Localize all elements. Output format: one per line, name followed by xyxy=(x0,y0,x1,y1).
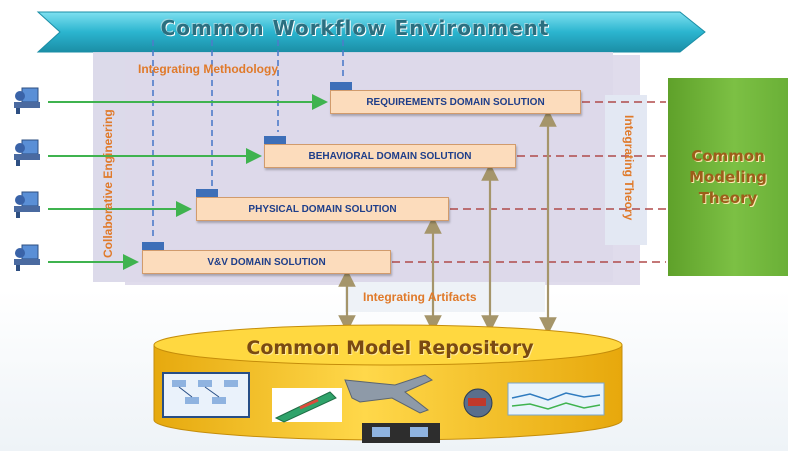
artifacts-band xyxy=(345,282,545,312)
domain-tab-icon xyxy=(264,136,286,145)
cad-part-icon xyxy=(272,388,342,423)
common-modeling-theory-text: Common Modeling Theory xyxy=(689,146,767,209)
diagram-thumbnail-icon xyxy=(162,372,250,418)
pilot-helmet-icon xyxy=(463,388,493,418)
integrating-artifacts-label: Integrating Artifacts xyxy=(363,290,477,304)
model-repository-title: Common Model Repository xyxy=(246,337,534,359)
workflow-banner xyxy=(36,11,706,53)
common-modeling-theory-box: Common Modeling Theory xyxy=(668,78,788,276)
domain-tab-icon xyxy=(142,242,164,251)
engineer-workstation-icon xyxy=(14,87,40,114)
integrating-theory-band xyxy=(605,95,647,245)
requirements-domain-box: REQUIREMENTS DOMAIN SOLUTION xyxy=(330,90,581,114)
methodology-lines xyxy=(152,40,344,238)
theory-line: Theory xyxy=(698,188,758,207)
engineer-arrows xyxy=(48,94,328,270)
integrating-methodology-label: Integrating Methodology xyxy=(138,62,278,76)
engineer-workstation-icon xyxy=(14,139,40,166)
performance-plot-icon xyxy=(507,382,605,416)
domain-tab-icon xyxy=(330,82,352,91)
workflow-banner-title: Common Workflow Environment xyxy=(160,16,550,40)
domain-label: V&V DOMAIN SOLUTION xyxy=(207,256,326,268)
engineer-workstation-icon xyxy=(14,244,40,271)
domain-label: REQUIREMENTS DOMAIN SOLUTION xyxy=(366,96,545,108)
domain-label: BEHAVIORAL DOMAIN SOLUTION xyxy=(308,150,472,162)
theory-line: Modeling xyxy=(689,167,767,186)
vv-domain-box: V&V DOMAIN SOLUTION xyxy=(142,250,391,274)
engineer-workstation-icon xyxy=(14,191,40,218)
jet-aircraft-icon xyxy=(344,374,434,414)
artifact-connectors xyxy=(338,109,557,335)
cockpit-console-icon xyxy=(362,423,440,443)
domain-label: PHYSICAL DOMAIN SOLUTION xyxy=(248,203,397,215)
physical-domain-box: PHYSICAL DOMAIN SOLUTION xyxy=(196,197,449,221)
collaborative-engineering-label: Collaborative Engineering xyxy=(101,109,115,258)
integrating-theory-label: Integrating Theory xyxy=(622,115,636,221)
behavioral-domain-box: BEHAVIORAL DOMAIN SOLUTION xyxy=(264,144,516,168)
theory-line: Common xyxy=(691,146,765,165)
domain-tab-icon xyxy=(196,189,218,198)
